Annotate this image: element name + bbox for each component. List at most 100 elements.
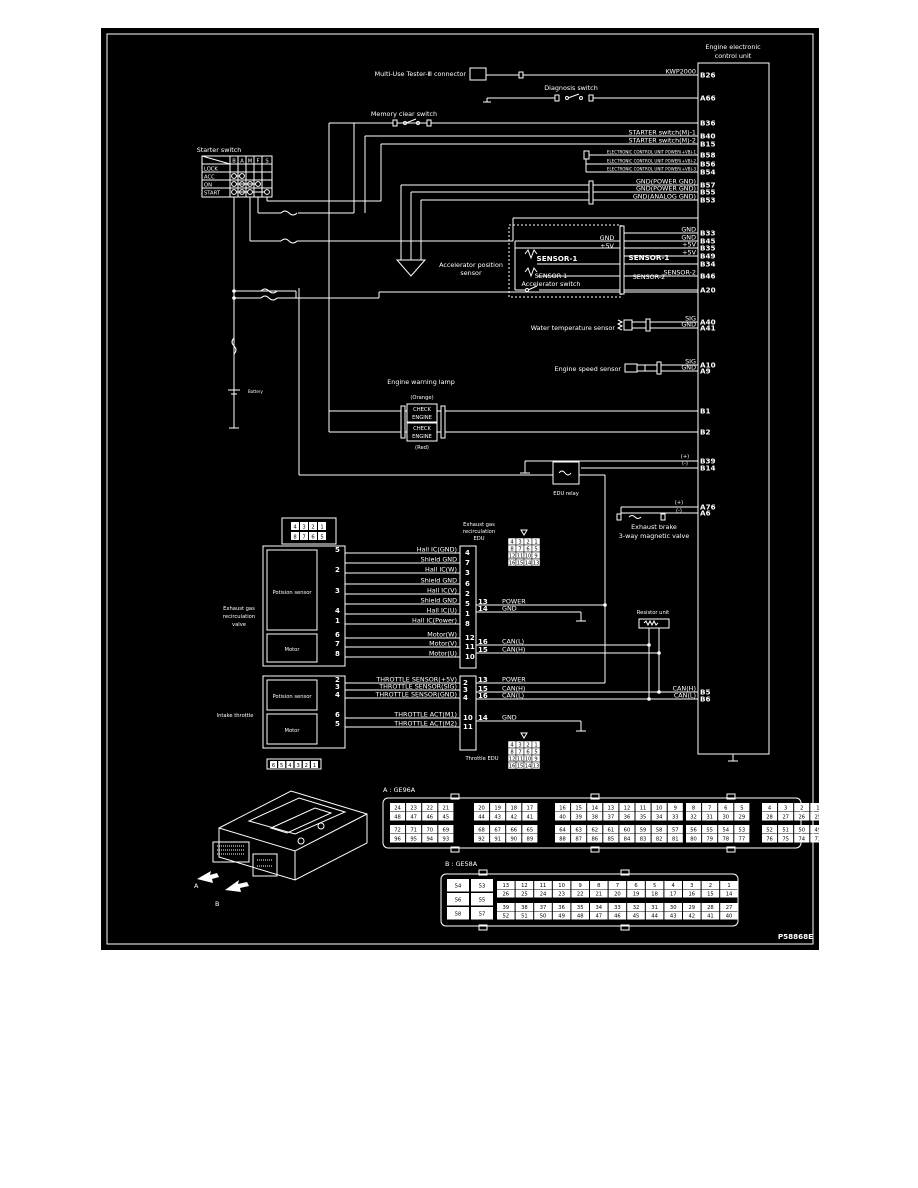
thr-edu-conn-pin-9: 9	[534, 757, 537, 763]
ge96a-pin-6: 6	[724, 805, 727, 811]
ecu-pin-b33: B33	[700, 229, 715, 238]
starter-col-b: B	[232, 159, 236, 165]
ge96a-pin-32: 32	[690, 814, 697, 820]
ge58a-pin-30: 30	[670, 905, 677, 911]
ge58a-pin-15: 15	[707, 892, 714, 898]
throttle-conn-pin-6: 6	[272, 763, 275, 769]
water-temp-label: Water temperature sensor	[531, 324, 616, 332]
ge96a-pin-58: 58	[656, 827, 663, 833]
lamp-check-1: CHECK	[413, 407, 431, 413]
egr-edu-conn-pin-8: 8	[510, 547, 513, 553]
ge58a-pin-24: 24	[540, 892, 547, 898]
ge96a-pin-81: 81	[672, 836, 679, 842]
ge96a-pin-9: 9	[674, 805, 677, 811]
egr-edu-conn-pin-11: 11	[517, 554, 524, 560]
throttle-row-label: THROTTLE ACT(M2)	[393, 720, 457, 728]
egr-right-label: CAN(L)	[502, 638, 524, 646]
water-temperature-sensor: Water temperature sensor	[531, 318, 698, 332]
ecu-pin-b2: B2	[700, 428, 710, 437]
ecu-title-line1: Engine electronic	[705, 43, 761, 51]
throttle-row-label: THROTTLE ACT(M1)	[393, 711, 457, 719]
ge58a-pin-36: 36	[558, 905, 565, 911]
ecu-pin-a40: A40	[700, 318, 716, 327]
egr-edu-label-1: Exhaust gas	[463, 522, 495, 528]
ge96a-pin-51: 51	[782, 827, 789, 833]
ecu-pin-b45: B45	[700, 237, 715, 246]
ge96a-pin-36: 36	[624, 814, 631, 820]
lamp-engine-2: ENGINE	[412, 434, 432, 440]
ge58a-pin-46: 46	[614, 914, 621, 920]
relay-minus: (-)	[682, 461, 688, 467]
ge58a-title: B : GE58A	[445, 860, 478, 868]
throttle-right-pin-15: 15	[478, 685, 488, 693]
ge96a-pin-77: 77	[739, 836, 746, 842]
ge58a-pin-41: 41	[707, 914, 714, 920]
ge96a-pin-65: 65	[527, 827, 534, 833]
ge96a-pin-42: 42	[510, 814, 517, 820]
egr-valve-pin-4: 4	[335, 607, 340, 615]
ge58a-pin-44: 44	[651, 914, 658, 920]
egr-valve-pin-6: 6	[335, 631, 340, 639]
ge58a-pin-40: 40	[726, 914, 733, 920]
brake-minus: (-)	[676, 508, 682, 514]
ge58a-pin-1: 1	[727, 883, 730, 889]
ecu-pin-b55: B55	[700, 188, 715, 197]
ecu-pin-label-b33: GND	[681, 226, 696, 234]
figure-id: P58868E	[778, 932, 813, 941]
ge96a-pin-12: 12	[624, 805, 631, 811]
egr-valve-pin-1: 1	[335, 617, 340, 625]
egr-row-label: Shield GND	[421, 577, 457, 585]
battery: Battery	[228, 288, 698, 429]
egr-row-label: Hall IC(W)	[425, 566, 457, 574]
memory-clear-switch-label: Memory clear switch	[371, 110, 437, 118]
ge96a-pin-64: 64	[559, 827, 566, 833]
ge58a-pin-31: 31	[651, 905, 658, 911]
egr-row-label: Hall IC(U)	[427, 607, 457, 615]
accelerator-label-line2: sensor	[460, 269, 482, 277]
egr-edu-pin-7: 7	[465, 559, 470, 567]
ge96a-pin-49: 49	[815, 827, 819, 833]
ecu-pin-label-a41: GND	[681, 321, 696, 329]
ge96a-pin-40: 40	[559, 814, 566, 820]
ge58a-pin-23: 23	[558, 892, 565, 898]
egr-edu-conn-pin-14: 14	[525, 561, 532, 567]
ge96a-pin-60: 60	[624, 827, 631, 833]
ge96a-pin-24: 24	[394, 805, 401, 811]
thr-edu-conn-pin-12: 12	[509, 757, 516, 763]
ge96a-pin-55: 55	[706, 827, 713, 833]
egr-right-label: POWER	[502, 598, 526, 606]
throttle-edu-pin-2: 2	[463, 679, 468, 687]
ge96a-title: A : GE96A	[383, 786, 416, 794]
egr-edu-pin-6: 6	[465, 580, 470, 588]
ge96a-pin-14: 14	[591, 805, 598, 811]
throttle-edu-pin-4: 4	[463, 694, 468, 702]
thr-edu-conn-pin-7: 7	[518, 750, 521, 756]
egr-edu-conn-pin-7: 7	[518, 547, 521, 553]
ge58a-pin-5: 5	[653, 883, 656, 889]
starter-col-f: F	[257, 159, 260, 165]
egr-position-sensor: Potision sensor	[272, 590, 312, 596]
ge96a-pin-87: 87	[575, 836, 582, 842]
ge96a-pin-21: 21	[443, 805, 450, 811]
diagram-frame	[106, 33, 814, 945]
egr-right-label: GND	[502, 605, 517, 613]
resistor-unit-label: Resistor unit	[637, 610, 669, 616]
ge96a-pin-83: 83	[640, 836, 647, 842]
egr-edu-conn-pin-4: 4	[510, 540, 514, 546]
ge96a-pin-80: 80	[690, 836, 697, 842]
engine-speed-label: Engine speed sensor	[555, 365, 622, 373]
accel-sensor2: SENSOR-2	[633, 273, 666, 281]
ecu-pin-label-b45: GND	[681, 234, 696, 242]
ge58a-pin-29: 29	[688, 905, 695, 911]
ecu-pin-a66: A66	[700, 94, 716, 103]
ecu-pin-b15: B15	[700, 140, 715, 149]
throttle-conn-pin-1: 1	[313, 763, 316, 769]
accel-ecu-sensor1: SENSOR-1	[629, 253, 670, 262]
ge96a-pin-67: 67	[494, 827, 501, 833]
ecu-pin-label-b15: STARTER switch(M)-2	[629, 137, 697, 145]
throttle-conn-pin-4: 4	[288, 763, 292, 769]
ge96a-pin-46: 46	[426, 814, 433, 820]
ge58a-pin-42: 42	[688, 914, 695, 920]
